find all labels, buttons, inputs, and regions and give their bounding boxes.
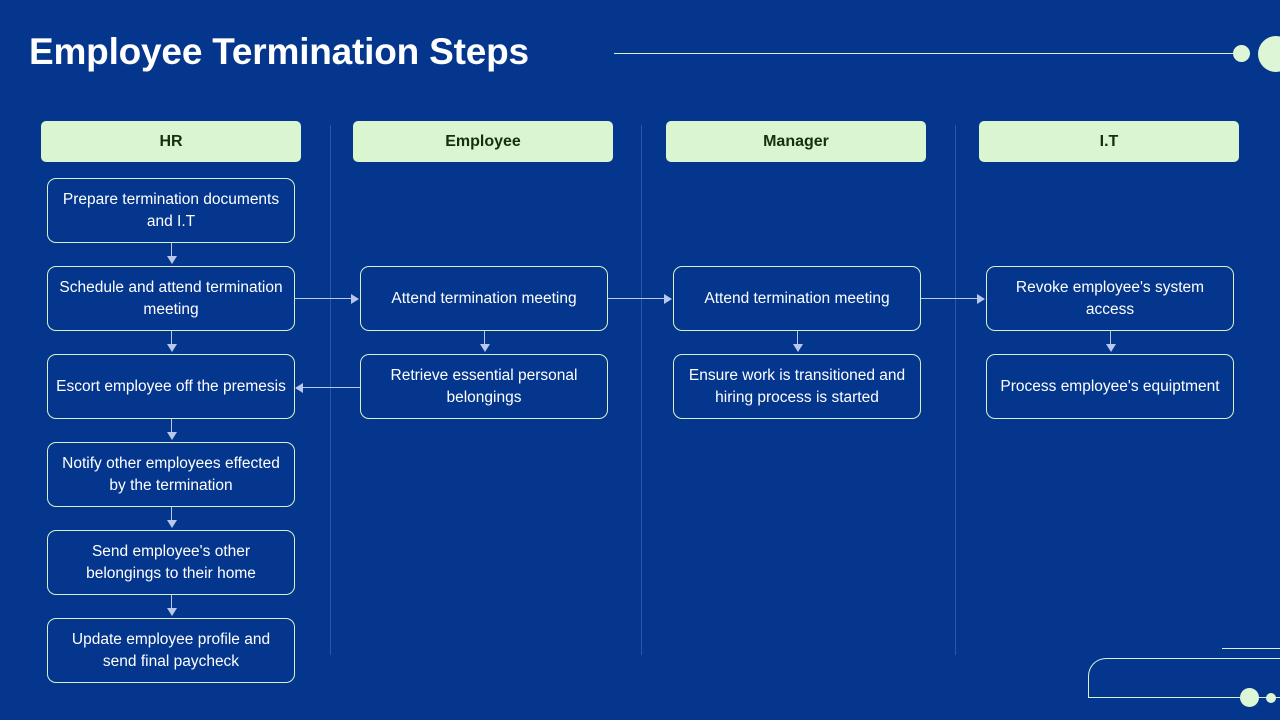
node-label: Ensure work is transitioned and hiring p… (688, 366, 906, 406)
connector-hr-3-4 (171, 419, 172, 434)
arrow-down-icon (793, 344, 803, 352)
node-label: Attend termination meeting (391, 289, 577, 307)
connector-hr-1-2 (171, 243, 172, 258)
node-label: Prepare termination documents and I.T (62, 190, 280, 230)
node-label: Process employee's equiptment (1000, 377, 1220, 395)
connector-employee-to-manager (608, 298, 665, 299)
node-label: Schedule and attend termination meeting (59, 278, 283, 318)
arrow-down-icon (167, 432, 177, 440)
node-manager-1[interactable]: Attend termination meeting (673, 266, 921, 331)
connector-hr-4-5 (171, 507, 172, 522)
connector-hr-5-6 (171, 595, 172, 610)
node-hr-6[interactable]: Update employee profile and send final p… (47, 618, 295, 683)
connector-employee-1-2 (484, 331, 485, 346)
node-hr-1[interactable]: Prepare termination documents and I.T (47, 178, 295, 243)
node-label: Notify other employees effected by the t… (62, 454, 280, 494)
decoration-dot-large-icon (1240, 688, 1259, 707)
page-title: Employee Termination Steps (29, 31, 529, 72)
connector-manager-1-2 (797, 331, 798, 346)
arrow-down-icon (1106, 344, 1116, 352)
header-rule-icon (614, 53, 1239, 54)
node-hr-5[interactable]: Send employee's other belongings to thei… (47, 530, 295, 595)
node-label: Update employee profile and send final p… (71, 630, 271, 670)
node-employee-2[interactable]: Retrieve essential personal belongings (360, 354, 608, 419)
header-dot-large-icon (1258, 36, 1280, 72)
header-dot-small-icon (1233, 45, 1250, 62)
node-label: Send employee's other belongings to thei… (86, 542, 256, 582)
decoration-line-icon (1222, 648, 1280, 649)
arrow-down-icon (167, 520, 177, 528)
lane-header-employee[interactable]: Employee (353, 121, 613, 162)
node-employee-1[interactable]: Attend termination meeting (360, 266, 608, 331)
node-label: Attend termination meeting (704, 289, 890, 307)
connector-employee-to-hr (303, 387, 360, 388)
node-label: Revoke employee's system access (1015, 278, 1205, 318)
node-it-2[interactable]: Process employee's equiptment (986, 354, 1234, 419)
node-hr-4[interactable]: Notify other employees effected by the t… (47, 442, 295, 507)
lane-divider-manager-it (955, 125, 956, 655)
arrow-down-icon (480, 344, 490, 352)
arrow-left-icon (295, 383, 303, 393)
connector-it-1-2 (1110, 331, 1111, 346)
arrow-right-icon (664, 294, 672, 304)
arrow-down-icon (167, 608, 177, 616)
arrow-down-icon (167, 344, 177, 352)
node-label: Escort employee off the premesis (56, 377, 286, 395)
lane-divider-employee-manager (641, 125, 642, 655)
arrow-right-icon (351, 294, 359, 304)
lane-header-hr[interactable]: HR (41, 121, 301, 162)
lane-header-manager[interactable]: Manager (666, 121, 926, 162)
node-hr-2[interactable]: Schedule and attend termination meeting (47, 266, 295, 331)
node-manager-2[interactable]: Ensure work is transitioned and hiring p… (673, 354, 921, 419)
lane-header-it[interactable]: I.T (979, 121, 1239, 162)
node-it-1[interactable]: Revoke employee's system access (986, 266, 1234, 331)
connector-manager-to-it (921, 298, 978, 299)
node-hr-3[interactable]: Escort employee off the premesis (47, 354, 295, 419)
connector-hr-to-employee (295, 298, 352, 299)
connector-hr-2-3 (171, 331, 172, 346)
arrow-down-icon (167, 256, 177, 264)
node-label: Retrieve essential personal belongings (390, 366, 578, 406)
decoration-dot-small-icon (1266, 693, 1276, 703)
arrow-right-icon (977, 294, 985, 304)
decoration-bracket-icon (1088, 658, 1280, 698)
lane-divider-hr-employee (330, 125, 331, 655)
